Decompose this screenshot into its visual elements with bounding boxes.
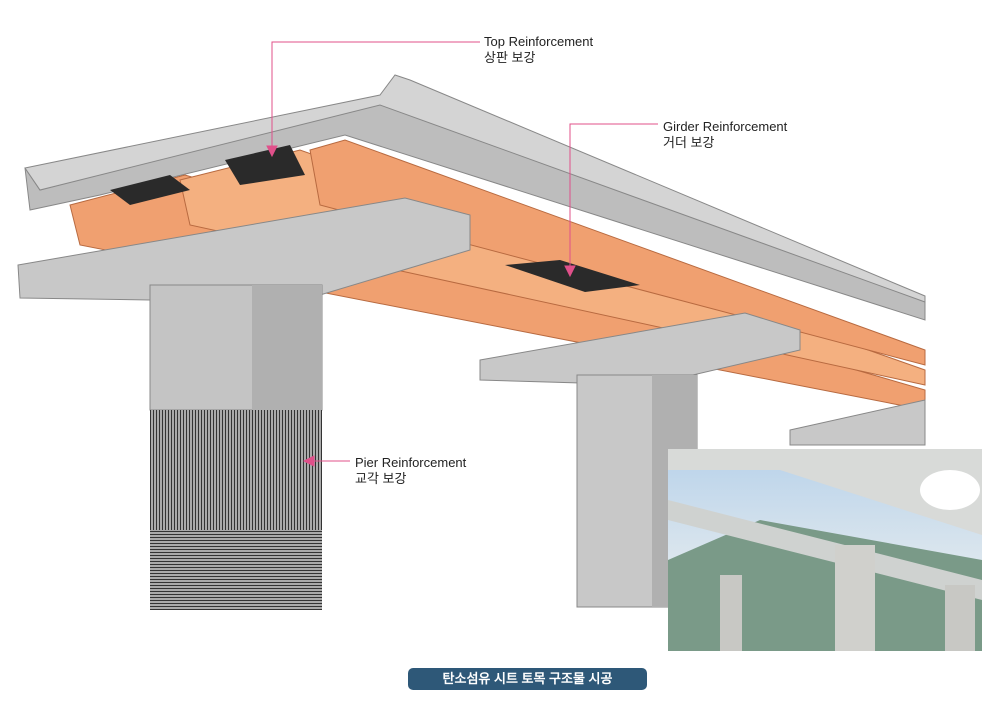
label-ko: 교각 보강 xyxy=(355,471,407,486)
label-en: Girder Reinforcement xyxy=(663,119,788,134)
deck-top xyxy=(24,74,926,303)
label-ko: 거더 보강 xyxy=(663,135,715,150)
carbon-sheet-girder xyxy=(505,260,640,292)
carbon-sheet-top xyxy=(225,145,305,185)
pier-cap-3 xyxy=(789,399,926,446)
caption-badge: 탄소섬유 시트 토목 구조물 시공 xyxy=(408,668,647,690)
pier-reinforcement-horizontal xyxy=(150,530,322,610)
leader-lines xyxy=(266,41,658,467)
pier-reinforcement-vertical xyxy=(150,410,322,530)
bridge-photo xyxy=(668,449,982,651)
pier-cap-2 xyxy=(479,312,801,386)
girder-3 xyxy=(309,139,926,366)
label-ko: 상판 보강 xyxy=(484,50,536,65)
label-en: Top Reinforcement xyxy=(484,34,594,49)
label-en: Pier Reinforcement xyxy=(355,455,467,470)
carbon-sheet-top xyxy=(110,175,190,205)
